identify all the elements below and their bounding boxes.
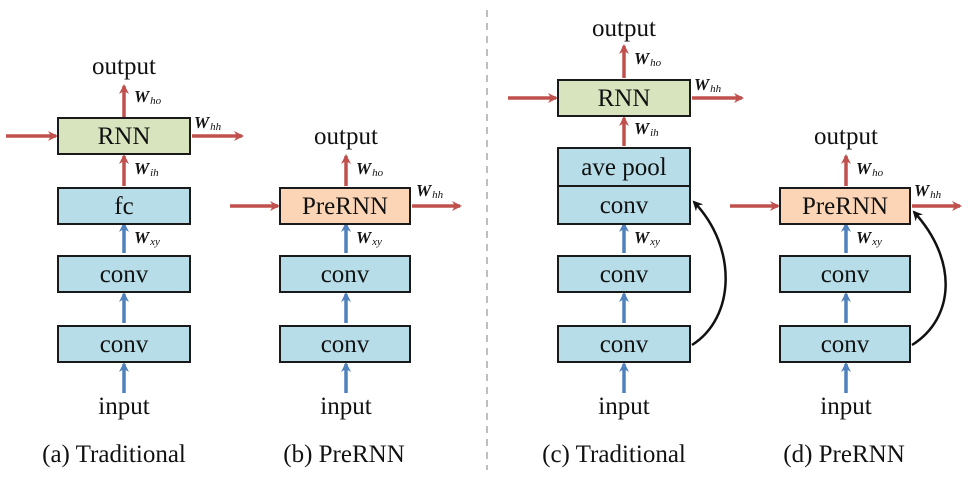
panel-b-arrows [230,154,462,393]
prernn-block: PreRNN [779,187,911,225]
panel-a-arrows [6,84,244,393]
caption-d: (d) PreRNN [783,441,905,468]
input-label: input [598,393,650,420]
weight-hh-label: Whh [914,181,942,201]
weight-xy-label: Wxy [356,228,382,248]
conv-block-lower: conv [57,325,191,363]
weight-ho-label: Who [634,49,662,69]
conv-block-middle: conv [557,255,691,293]
weight-ho-label: Who [134,87,162,107]
conv-block-lower: conv [279,325,411,363]
input-label: input [98,393,150,420]
caption-b: (b) PreRNN [283,441,405,468]
output-label: output [592,15,656,42]
weight-xy-label: Wxy [634,228,660,248]
weight-hh-label: Whh [694,75,722,95]
rnn-block: RNN [557,79,691,117]
panel-c-arrows [508,44,744,393]
conv-block-upper: conv [57,255,191,293]
output-label: output [814,123,878,150]
caption-c: (c) Traditional [542,441,686,468]
caption-a: (a) Traditional [42,441,186,468]
skip-connection-arrow [691,200,727,347]
weight-hh-label: Whh [194,113,222,133]
output-label: output [92,53,156,80]
weight-ho-label: Who [856,159,884,179]
weight-ho-label: Who [356,159,384,179]
output-label: output [314,123,378,150]
rnn-block: RNN [57,117,191,155]
weight-xy-label: Wxy [856,228,882,248]
weight-ih-label: Wih [134,159,159,179]
panel-d-arrows [730,154,962,393]
input-label: input [820,393,872,420]
weight-xy-label: Wxy [134,228,160,248]
skip-connection-arrow [911,210,947,347]
prernn-block: PreRNN [279,187,411,225]
conv-block-upper: conv [779,255,911,293]
ave-pool-block: ave pool [557,147,691,187]
weight-hh-label: Whh [416,181,444,201]
conv-block-lower: conv [557,325,691,363]
input-label: input [320,393,372,420]
conv-block-top: conv [557,185,691,225]
fc-block: fc [57,187,191,225]
conv-block-upper: conv [279,255,411,293]
conv-block-lower: conv [779,325,911,363]
weight-ih-label: Wih [634,119,659,139]
